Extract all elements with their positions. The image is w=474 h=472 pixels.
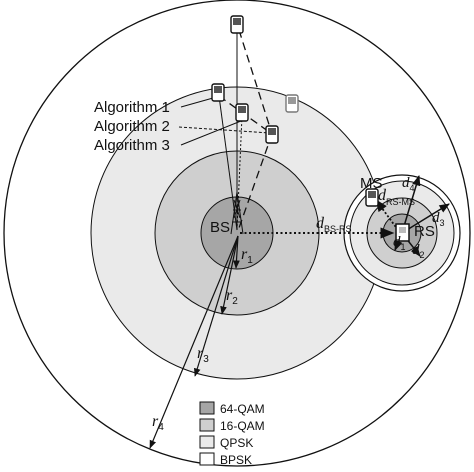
alg1-leader bbox=[180, 97, 214, 108]
d2-label: d2 bbox=[412, 242, 425, 260]
legend-swatch bbox=[199, 452, 215, 466]
ms-phone-icon bbox=[365, 188, 379, 207]
radius-arrows bbox=[149, 235, 240, 449]
algorithm-1-label: Algorithm 1 bbox=[94, 99, 170, 116]
legend-swatch bbox=[199, 401, 215, 415]
d3-label: d3 bbox=[432, 210, 445, 228]
mobile-stations bbox=[211, 15, 379, 207]
algorithm-2-label: Algorithm 2 bbox=[94, 118, 170, 135]
r2-label: r2 bbox=[226, 287, 238, 307]
alg2-route bbox=[236, 115, 243, 231]
ms-label: MS bbox=[360, 175, 383, 192]
alg3-route-upper bbox=[238, 29, 273, 135]
r1-arrow bbox=[233, 235, 240, 269]
ms-phone-icon bbox=[211, 83, 225, 102]
algorithm-leaders bbox=[178, 97, 271, 146]
d4-label: d4 bbox=[402, 175, 415, 193]
legend-label: QPSK bbox=[220, 436, 253, 450]
legend-swatch bbox=[199, 418, 215, 432]
d1-label: d1 bbox=[393, 234, 406, 252]
ms-phone-icon bbox=[285, 94, 299, 113]
legend-label: 64-QAM bbox=[220, 402, 265, 416]
legend-swatch bbox=[199, 435, 215, 449]
d3-arrow bbox=[401, 203, 450, 234]
r4-label: r4 bbox=[152, 413, 164, 433]
r1-label: r1 bbox=[241, 246, 253, 266]
d-rs-ms-label: dRS-MS bbox=[378, 187, 415, 207]
r2-arrow bbox=[220, 235, 239, 315]
alg3-route-lower bbox=[238, 133, 273, 229]
r3-arrow bbox=[194, 235, 239, 377]
ms-phone-icon bbox=[265, 125, 279, 144]
rs-node-icon bbox=[395, 223, 410, 242]
ms-phone-icon bbox=[235, 103, 249, 122]
algorithm-3-label: Algorithm 3 bbox=[94, 137, 170, 154]
modulation-legend: 64-QAM 16-QAM QPSK BPSK bbox=[199, 401, 265, 467]
r4-arrow bbox=[149, 235, 239, 449]
alg1-route bbox=[218, 95, 238, 231]
alg2-leader-long bbox=[178, 126, 271, 134]
r3-label: r3 bbox=[197, 345, 209, 365]
rs-label: RS bbox=[414, 223, 435, 240]
alg3-leader bbox=[180, 120, 242, 146]
bs-tower-icon bbox=[230, 191, 244, 235]
legend-label: BPSK bbox=[220, 453, 252, 467]
ms-phone-icon bbox=[230, 15, 244, 34]
d-bs-rs-label: dBS-RS bbox=[316, 215, 352, 234]
bs-label: BS bbox=[210, 219, 230, 236]
legend-label: 16-QAM bbox=[220, 419, 265, 433]
